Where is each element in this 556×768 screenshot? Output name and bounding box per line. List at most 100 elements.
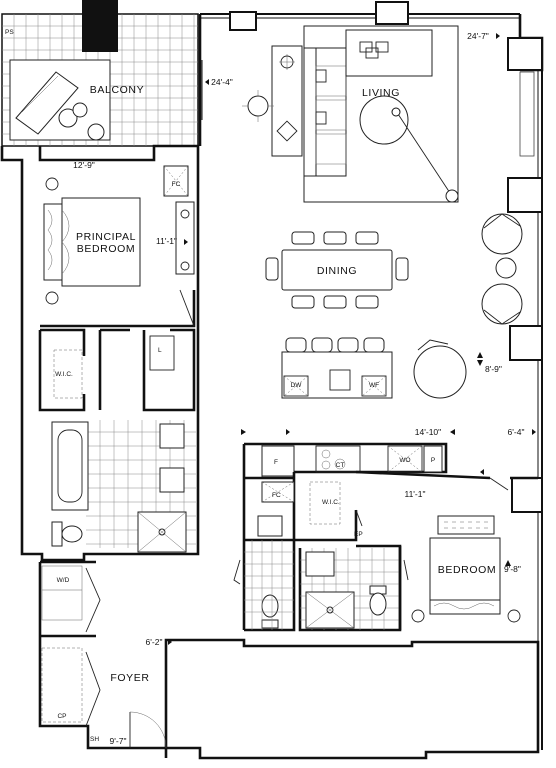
principal-bed bbox=[61, 197, 141, 287]
wic-second-label: W.I.C. bbox=[322, 499, 340, 506]
sofa-back bbox=[345, 29, 433, 77]
bedroom-depth-dim: 9'-8" bbox=[504, 564, 521, 574]
column-corner bbox=[507, 37, 543, 71]
wic-principal-label: W.I.C. bbox=[55, 371, 73, 378]
lounge-chair bbox=[15, 71, 79, 135]
arrow-icon bbox=[205, 79, 209, 85]
bar-stools bbox=[285, 337, 385, 353]
cooktop bbox=[315, 445, 361, 473]
dresser-knob-icon bbox=[180, 261, 190, 271]
foyer-depth-dim: 9'-7" bbox=[110, 736, 127, 746]
arrow-icon bbox=[168, 639, 172, 645]
living-label: LIVING bbox=[362, 87, 400, 99]
linen-label: L bbox=[158, 347, 162, 354]
dw-label: DW bbox=[291, 382, 303, 389]
ps-label: PS bbox=[5, 29, 14, 36]
exterior-walls bbox=[0, 1, 544, 760]
toilet-principal bbox=[51, 521, 83, 547]
nightstand-lamp-icon bbox=[507, 609, 521, 623]
armchair-1 bbox=[481, 213, 523, 255]
kitchen-island bbox=[281, 351, 393, 399]
dining-table bbox=[281, 249, 393, 291]
shower-second bbox=[305, 591, 355, 629]
balcony-column bbox=[82, 0, 118, 52]
wall-oven bbox=[387, 445, 423, 473]
dresser bbox=[175, 201, 195, 275]
balcony-label: BALCONY bbox=[90, 84, 144, 96]
arrow-icon bbox=[496, 33, 500, 39]
balcony-area: BALCONY PS 12'-9" 24'-4" bbox=[1, 0, 233, 170]
floor-lamp bbox=[391, 107, 459, 203]
tv-unit bbox=[519, 71, 535, 157]
principal-headboard bbox=[43, 203, 63, 281]
principal-label-line1: PRINCIPAL bbox=[76, 231, 136, 243]
column-top-1 bbox=[229, 11, 257, 31]
linen-closet bbox=[149, 335, 175, 371]
cp-label: CP bbox=[57, 713, 66, 720]
second-bedroom-zone: FC W.I.C. EP bbox=[233, 444, 538, 632]
living-sub-dim: 6'-4" bbox=[508, 427, 525, 437]
principal-bedroom: FC PRINCIPAL BEDROOM 11'-1" bbox=[40, 165, 196, 328]
column-top-2 bbox=[375, 1, 409, 25]
nightstand-lamp-icon bbox=[45, 291, 59, 305]
arrow-icon bbox=[241, 429, 290, 435]
column-east-2 bbox=[509, 325, 543, 361]
dining-area: DINING bbox=[265, 213, 523, 325]
shower-principal bbox=[137, 511, 187, 553]
sofa bbox=[303, 47, 347, 177]
arrow-icon bbox=[477, 352, 483, 366]
door-swing bbox=[489, 477, 509, 491]
armchair-2 bbox=[481, 283, 523, 325]
kitchen-area: DW WF 8'-9" 14'-10" 6'-4" F CT bbox=[241, 337, 536, 478]
side-table-3 bbox=[87, 123, 105, 141]
round-table bbox=[413, 339, 467, 399]
bifold-door bbox=[85, 567, 101, 633]
wo-label: WO bbox=[399, 457, 410, 464]
living-depth-dim: 24'-7" bbox=[467, 31, 489, 41]
bifold-door bbox=[85, 651, 101, 727]
fridge-label: F bbox=[274, 459, 278, 466]
balcony-depth-dim: 24'-4" bbox=[211, 77, 233, 87]
coffee-table bbox=[359, 95, 409, 145]
arrow-icon bbox=[184, 239, 188, 245]
side-table-1 bbox=[58, 108, 78, 128]
arrow-icon bbox=[480, 469, 484, 475]
toilet-second bbox=[369, 585, 387, 616]
column-east-3 bbox=[511, 477, 543, 513]
side-table-2 bbox=[72, 102, 88, 118]
dining-chairs bbox=[265, 231, 409, 309]
door-swing bbox=[179, 289, 195, 327]
accent-chair bbox=[242, 90, 274, 122]
bedroom-label: BEDROOM bbox=[438, 564, 496, 576]
wine-fridge bbox=[361, 375, 387, 397]
side-table bbox=[495, 257, 517, 279]
dining-label: DINING bbox=[317, 265, 357, 277]
principal-width-dim: 11'-1" bbox=[156, 236, 177, 246]
ct-label: CT bbox=[336, 462, 345, 469]
vanity-sink-1 bbox=[159, 423, 185, 449]
nightstand-lamp-icon bbox=[45, 177, 59, 191]
dining-sub-dim: 8'-9" bbox=[485, 364, 502, 374]
bedroom-width-dim: 11'-1" bbox=[404, 489, 425, 499]
principal-label-line2: BEDROOM bbox=[77, 243, 135, 255]
ep-label: EP bbox=[354, 531, 363, 538]
nightstand-lamp-icon bbox=[411, 609, 425, 623]
vanity-sink-2 bbox=[159, 467, 185, 493]
living-area: LIVING 24'-7" bbox=[242, 25, 535, 203]
powder-sink bbox=[257, 515, 283, 537]
dresser-knob-icon bbox=[180, 209, 190, 219]
wf-label: WF bbox=[369, 382, 379, 389]
fridge bbox=[261, 445, 295, 477]
sh-label: SH bbox=[90, 736, 99, 743]
column-east-1 bbox=[507, 177, 543, 213]
bedroom-bench bbox=[437, 515, 495, 535]
coat-closet bbox=[41, 647, 83, 723]
lamp-icon-1 bbox=[279, 54, 295, 70]
toilet-powder bbox=[261, 594, 279, 629]
bedroom-bed bbox=[429, 537, 501, 611]
pantry-label: P bbox=[431, 457, 435, 464]
arrow-icon bbox=[450, 429, 455, 435]
foyer-label: FOYER bbox=[110, 672, 149, 684]
entry-door[interactable] bbox=[129, 711, 167, 749]
